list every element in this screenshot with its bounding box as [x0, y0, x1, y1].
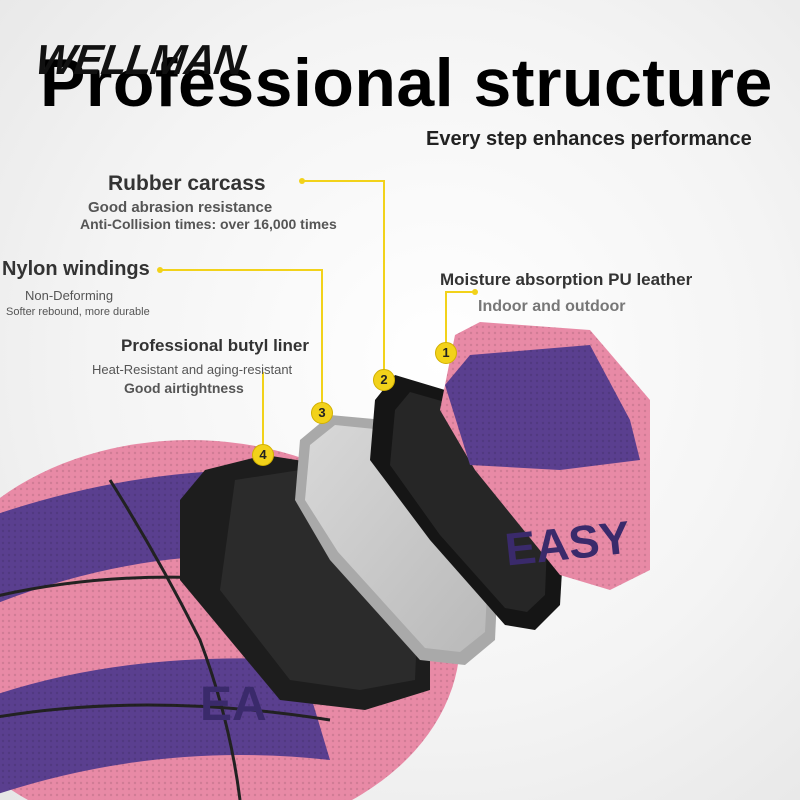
layer-2-number-badge: 2	[373, 369, 395, 391]
layer-3-title: Nylon windings	[2, 258, 150, 280]
ball-print-text: EA	[200, 678, 267, 731]
layer-pu-leather: EASY	[440, 322, 650, 590]
layer-2-line-1: Good abrasion resistance	[88, 199, 273, 216]
page-title: Professional structure	[40, 45, 773, 121]
leader-line-2	[302, 180, 385, 373]
layer-4-title: Professional butyl liner	[121, 336, 309, 355]
layer-3-line-1: Non-Deforming	[25, 288, 114, 303]
layer-4-number-badge: 4	[252, 444, 274, 466]
layer-1-title: Moisture absorption PU leather	[440, 270, 693, 289]
layer-3-line-2: Softer rebound, more durable	[6, 306, 150, 318]
leader-lines	[160, 180, 475, 447]
layer-rubber-carcass	[370, 375, 565, 630]
page-subtitle: Every step enhances performance	[426, 128, 752, 150]
layer-1-line-1: Indoor and outdoor	[478, 298, 626, 315]
leader-dots	[157, 178, 478, 295]
leader-line-1	[445, 291, 475, 345]
layer-3-number-badge: 3	[311, 402, 333, 424]
layer-2-title: Rubber carcass	[108, 172, 266, 195]
leader-line-3	[160, 269, 323, 404]
layer-2-line-2: Anti-Collision times: over 16,000 times	[80, 216, 337, 232]
layer-4-line-2: Good airtightness	[124, 380, 244, 396]
layer-4-line-1: Heat-Resistant and aging-resistant	[92, 362, 293, 377]
brand-logo: WELLMAN	[32, 36, 247, 83]
layer-1-number-badge: 1	[435, 342, 457, 364]
